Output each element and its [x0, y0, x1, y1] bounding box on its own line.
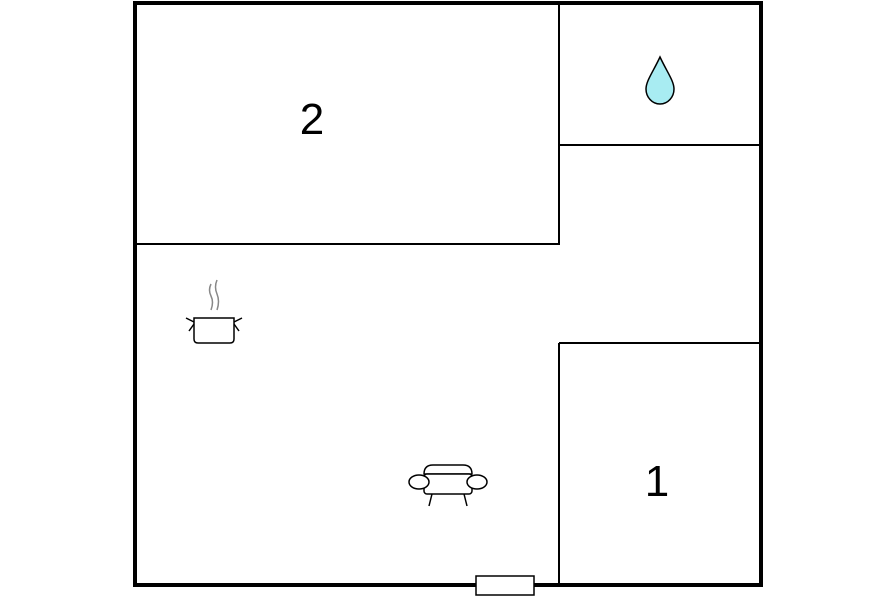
room-2-outline: [134, 2, 560, 245]
door-icon: [475, 575, 535, 596]
cooking-pot-icon: [185, 279, 243, 344]
water-drop-icon: [645, 55, 675, 105]
room-2-label: 2: [300, 95, 324, 144]
sofa-icon: [408, 464, 488, 507]
room-1-label: 1: [645, 457, 669, 506]
